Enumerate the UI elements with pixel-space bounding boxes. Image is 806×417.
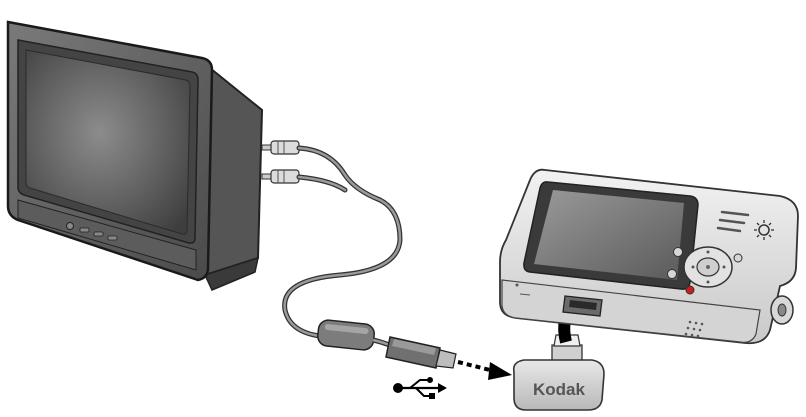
rca-plug-top — [261, 140, 300, 155]
camera-lcd-screen — [523, 181, 699, 290]
crt-television-icon — [6, 20, 264, 291]
rca-plug-bottom — [261, 169, 300, 184]
camera-button-right — [733, 253, 743, 263]
camera-record-button — [685, 285, 695, 295]
connect-arrow-right — [457, 360, 512, 380]
digital-camera-icon — [499, 168, 799, 345]
camera-control-dial — [683, 246, 733, 288]
dock-adapter-icon: Kodak — [512, 334, 605, 411]
camera-button-top — [673, 247, 683, 257]
camera-strap-lug — [770, 295, 794, 325]
adapter-brand-label: Kodak — [533, 380, 586, 399]
camera-body-seam — [519, 293, 531, 296]
camera-dock-port — [562, 295, 603, 317]
tv-control-buttons — [66, 222, 118, 241]
camera-speaker-slots — [716, 210, 750, 233]
flash-icon — [754, 220, 774, 240]
usb-symbol-icon — [393, 377, 447, 399]
av-cable-icon — [261, 140, 457, 369]
ferrite-core — [317, 319, 375, 351]
camera-speaker-grille — [684, 320, 704, 338]
camera-body-screw — [515, 283, 519, 287]
camera-button-mid — [667, 269, 677, 279]
usb-connector — [385, 336, 457, 369]
